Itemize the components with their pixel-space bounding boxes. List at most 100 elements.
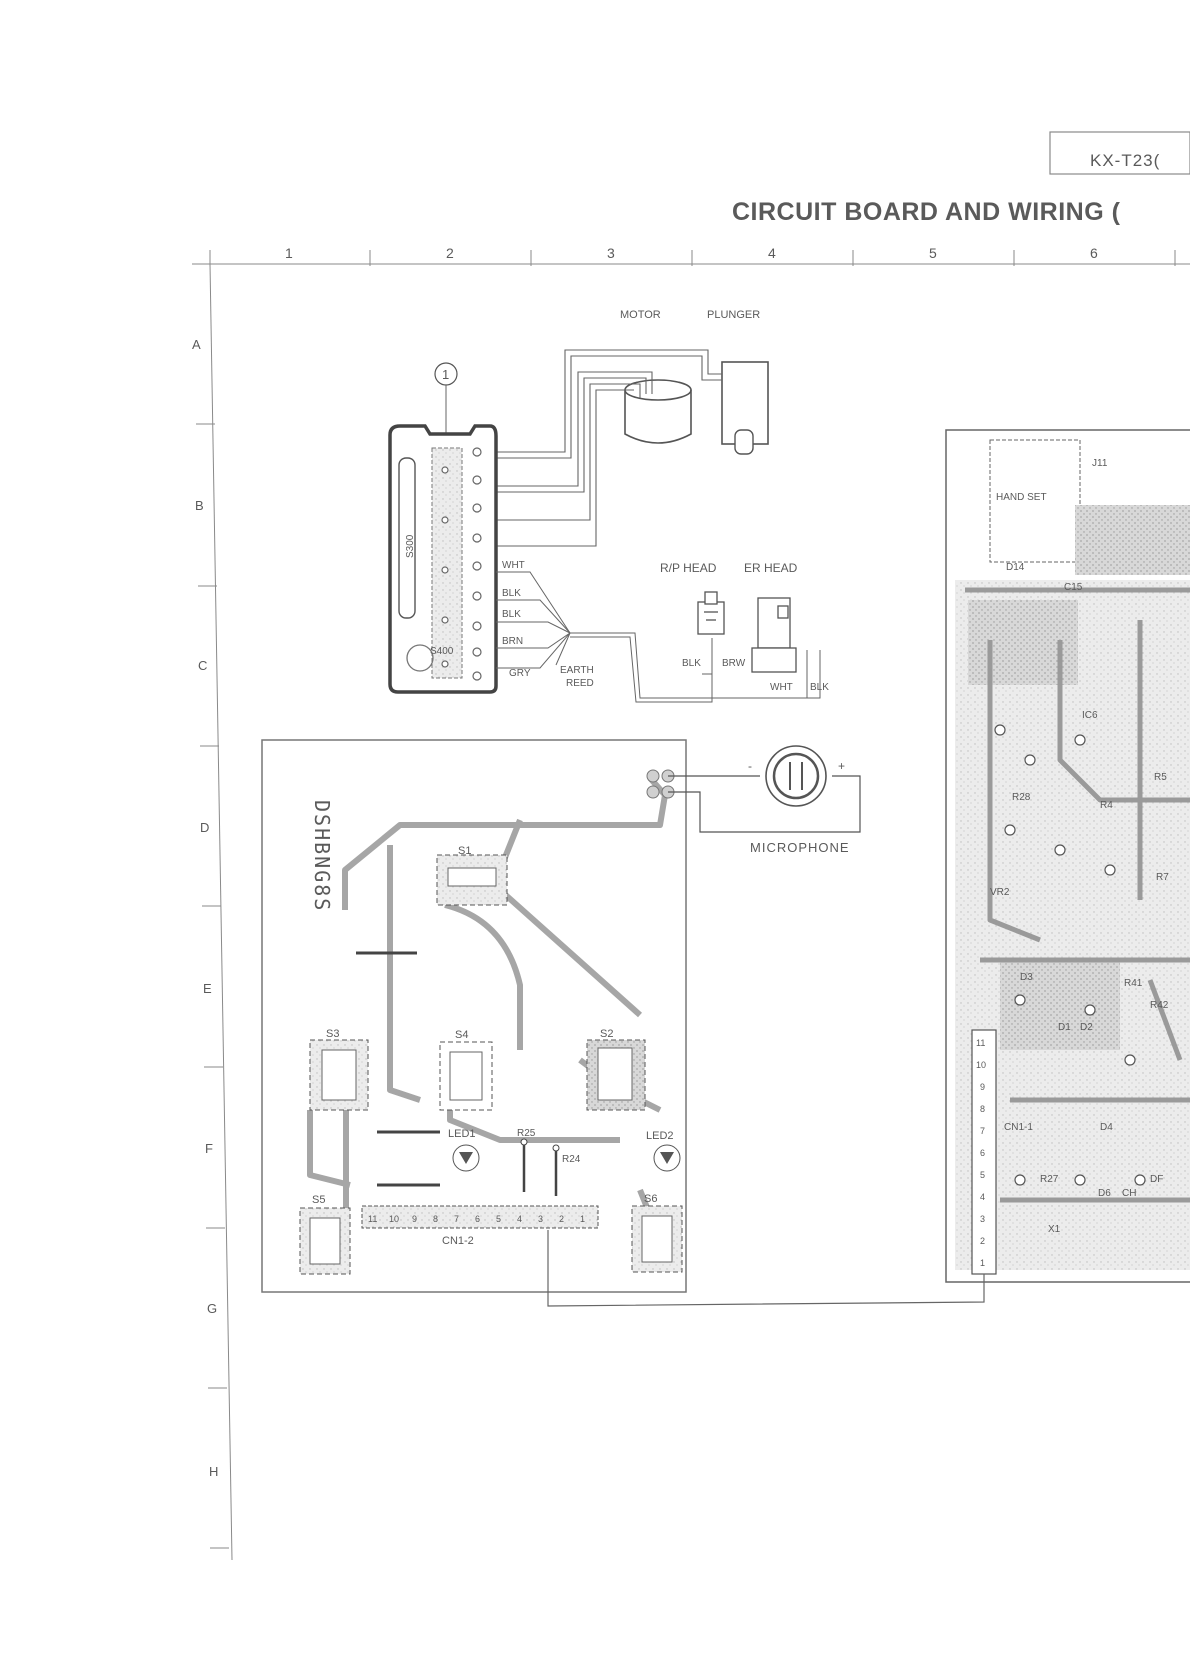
switch-s300 xyxy=(398,457,416,619)
cn1-1-pin-7: 7 xyxy=(980,1126,985,1136)
cn1-1-pin-10: 10 xyxy=(976,1060,986,1070)
board-interconnect-cable xyxy=(547,1230,985,1307)
switch-s4-label: S4 xyxy=(455,1029,468,1041)
column-label-5: 5 xyxy=(929,245,937,261)
column-label-3: 3 xyxy=(607,245,615,261)
switch-s6: S6 xyxy=(631,1193,683,1273)
wire-label-brn: BRN xyxy=(502,636,523,647)
resistor-r25-label: R25 xyxy=(517,1128,536,1139)
wire-label-blk-1: BLK xyxy=(502,588,521,599)
column-ticks xyxy=(209,250,1176,266)
cn1-1-pin-2: 2 xyxy=(980,1236,985,1246)
row-labels: A B C D E F G H xyxy=(192,337,218,1479)
wire-label-gry: GRY xyxy=(509,668,531,679)
label-d4: D4 xyxy=(1100,1122,1113,1133)
cn1-2-pin-11: 11 xyxy=(368,1214,377,1224)
column-label-4: 4 xyxy=(768,245,776,261)
resistor-r24: R24 xyxy=(552,1144,581,1196)
row-label-h: H xyxy=(209,1464,218,1479)
plunger-label: PLUNGER xyxy=(707,309,760,321)
label-ch: CH xyxy=(1122,1188,1136,1199)
label-j11: J11 xyxy=(1092,458,1108,469)
led-2: LED2 xyxy=(646,1130,681,1172)
label-vr2: VR2 xyxy=(990,887,1010,898)
model-number: KX-T23( xyxy=(1090,151,1160,170)
cn1-2-pin-6: 6 xyxy=(475,1214,480,1224)
label-cn1-1: CN1-1 xyxy=(1004,1122,1033,1133)
switch-s1: S1 xyxy=(436,845,508,906)
row-label-d: D xyxy=(200,820,209,835)
rp-head xyxy=(697,591,725,635)
cn1-1-pin-1: 1 xyxy=(980,1258,985,1268)
motor-label: MOTOR xyxy=(620,309,661,321)
switch-s5: S5 xyxy=(299,1194,351,1275)
label-df: DF xyxy=(1150,1174,1163,1185)
switch-s3-label: S3 xyxy=(326,1028,339,1040)
cn1-1-pin-4: 4 xyxy=(980,1192,985,1202)
label-r7: R7 xyxy=(1156,872,1169,883)
motor-body xyxy=(624,390,692,444)
row-ticks xyxy=(196,263,229,1549)
microphone: - + MICROPHONE xyxy=(668,745,861,855)
earth-reed-label-2: REED xyxy=(566,678,594,689)
label-c15: C15 xyxy=(1064,582,1083,593)
head-wire-blk-2: BLK xyxy=(810,682,829,693)
label-d2: D2 xyxy=(1080,1022,1093,1033)
label-ic6: IC6 xyxy=(1082,710,1098,721)
wire-label-wht: WHT xyxy=(502,560,525,571)
microphone-label: MICROPHONE xyxy=(750,840,850,855)
cn1-1-pin-9: 9 xyxy=(980,1082,985,1092)
label-r5: R5 xyxy=(1154,772,1167,783)
cn1-2-pin-2: 2 xyxy=(559,1214,564,1224)
label-d1: D1 xyxy=(1058,1022,1071,1033)
resistor-r25: R25 xyxy=(517,1128,536,1192)
cn1-1-pin-8: 8 xyxy=(980,1104,985,1114)
switch-s400-label: S400 xyxy=(430,646,454,657)
plunger-rod xyxy=(734,429,754,455)
switch-s300-label: S300 xyxy=(405,534,416,558)
row-label-b: B xyxy=(195,498,204,513)
cn1-2-pin-9: 9 xyxy=(412,1214,417,1224)
column-label-6: 6 xyxy=(1090,245,1098,261)
rp-head-label: R/P HEAD xyxy=(660,561,717,575)
cn1-1-pin-3: 3 xyxy=(980,1214,985,1224)
label-r28: R28 xyxy=(1012,792,1031,803)
main-board-labels: J11 HAND SET D14 C15 IC6 R28 VR2 D3 D1 D… xyxy=(990,458,1169,1235)
switch-s5-label: S5 xyxy=(312,1194,325,1206)
motor xyxy=(624,379,692,401)
contact-pads xyxy=(441,447,482,681)
main-board: 11 10 9 8 7 6 5 4 3 2 1 J11 HAND SET D14… xyxy=(945,429,1190,1283)
board-code: DSHBNG8S xyxy=(310,800,334,912)
row-label-c: C xyxy=(198,658,207,673)
label-x1: X1 xyxy=(1048,1224,1061,1235)
label-d14: D14 xyxy=(1006,562,1025,573)
er-head-label: ER HEAD xyxy=(744,561,798,575)
label-r27: R27 xyxy=(1040,1174,1059,1185)
label-d6: D6 xyxy=(1098,1188,1111,1199)
wire-bundle xyxy=(496,571,821,703)
connector-cn1-1: 11 10 9 8 7 6 5 4 3 2 1 xyxy=(971,1029,997,1275)
switch-s2-label: S2 xyxy=(600,1028,613,1040)
switch-s6-label: S6 xyxy=(644,1193,657,1205)
er-head xyxy=(751,597,797,673)
main-board-pads xyxy=(994,724,1146,1186)
row-label-g: G xyxy=(207,1301,217,1316)
connector-cn1-2-label: CN1-2 xyxy=(442,1235,474,1247)
led-1: LED1 xyxy=(448,1128,480,1172)
column-labels: 1 2 3 4 5 6 xyxy=(285,245,1098,261)
page-title: CIRCUIT BOARD AND WIRING ( xyxy=(732,198,1121,226)
column-label-1: 1 xyxy=(285,245,293,261)
switch-s2: S2 xyxy=(586,1028,646,1111)
resistor-r24-label: R24 xyxy=(562,1154,581,1165)
earth-reed-label-1: EARTH xyxy=(560,665,594,676)
cn1-2-pin-4: 4 xyxy=(517,1214,522,1224)
contact-strip xyxy=(431,447,463,679)
switch-s1-label: S1 xyxy=(458,845,471,857)
head-wire-labels: BLK BRW WHT BLK xyxy=(682,658,829,693)
wire-labels: WHT BLK BLK BRN GRY xyxy=(502,560,531,679)
label-r41: R41 xyxy=(1124,978,1143,989)
switch-s3: S3 xyxy=(309,1028,369,1111)
model-box xyxy=(1049,131,1190,175)
label-hand-set: HAND SET xyxy=(996,492,1047,503)
switch-board-outline xyxy=(261,739,687,1293)
